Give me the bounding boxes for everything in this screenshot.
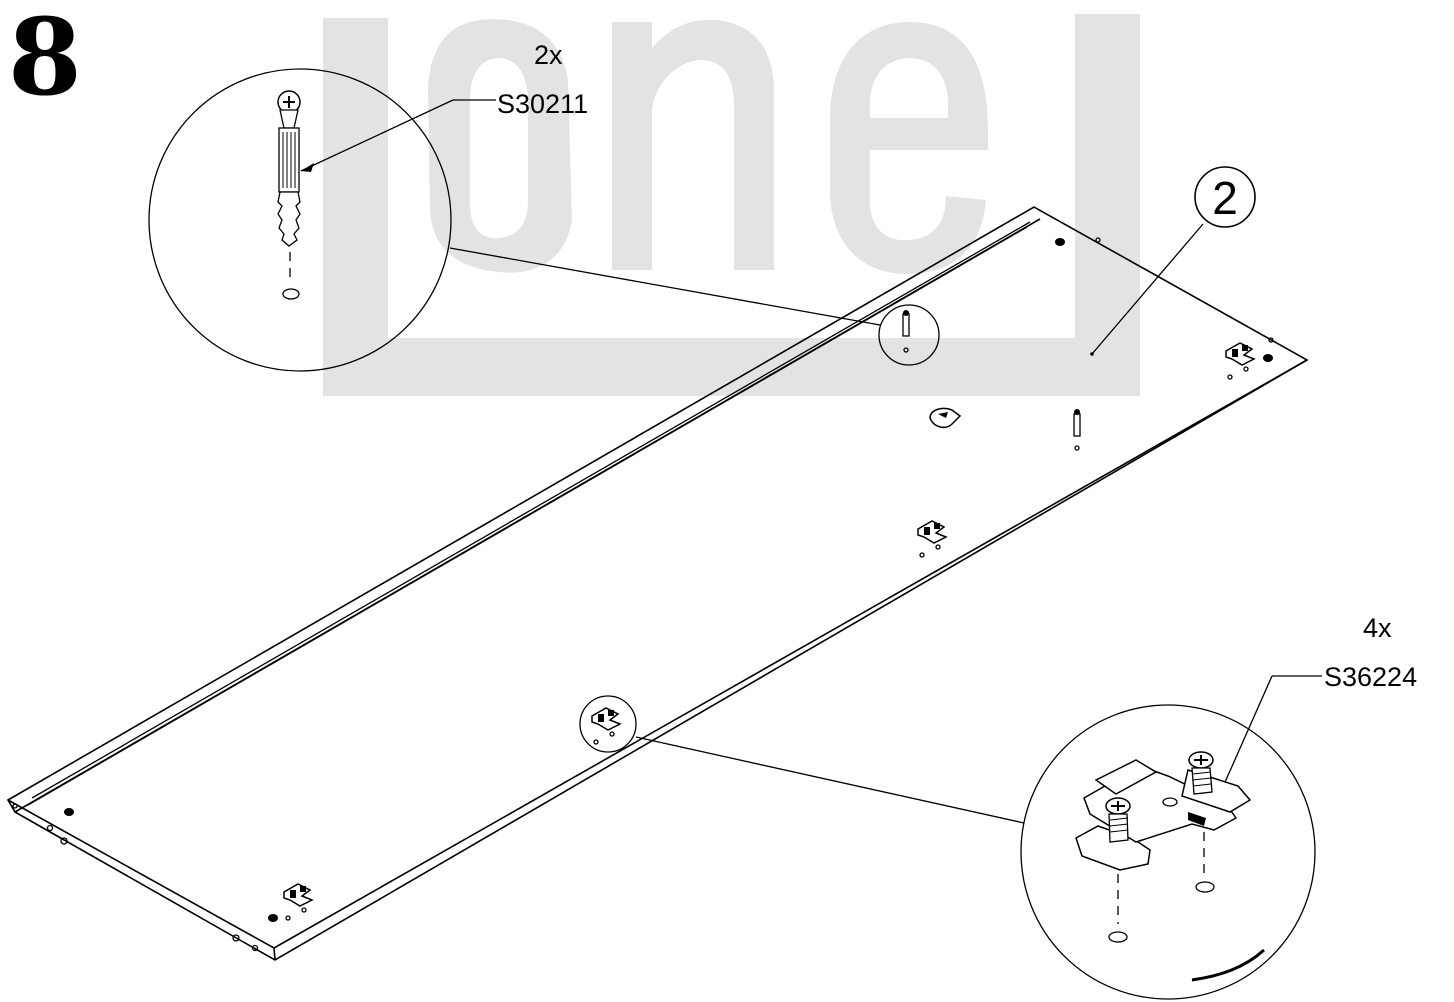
drill-hole-icon	[1263, 354, 1273, 362]
callout-quantity: 4x	[1363, 613, 1392, 643]
callout-part-code: S30211	[497, 89, 588, 119]
callout-part-code: S36224	[1324, 662, 1417, 692]
callout-quantity: 2x	[534, 40, 563, 70]
drill-hole-icon	[282, 288, 300, 300]
detail-marker	[579, 695, 637, 753]
hinge-plate-icon	[283, 883, 314, 921]
cam-lock-icon	[929, 407, 962, 429]
watermark-logo	[323, 14, 1140, 396]
detail-marker	[878, 304, 940, 366]
drill-hole-icon	[268, 914, 278, 922]
cam-dowel-detail	[148, 68, 496, 372]
cam-dowel-icon	[277, 90, 301, 247]
hinge-plate-icon	[917, 520, 948, 558]
hinge-plate-icon	[1225, 342, 1256, 380]
hinge-plate-detail	[1020, 675, 1322, 1000]
drill-hole-icon	[1195, 881, 1215, 893]
screw-head-icon	[1105, 797, 1131, 843]
drill-hole-icon	[64, 808, 74, 816]
part-number-circle	[1194, 166, 1256, 228]
cam-dowel-icon	[1073, 409, 1081, 451]
hinge-plate-icon	[591, 707, 622, 745]
drill-hole-icon	[1108, 931, 1128, 943]
drill-hole-icon	[1055, 238, 1065, 246]
screw-head-icon	[1188, 751, 1214, 795]
step-number: 8	[8, 0, 82, 119]
part-number: 2	[1212, 172, 1238, 224]
hinge-plate-icon	[1075, 759, 1252, 871]
part-number-leader	[1091, 223, 1204, 355]
panel	[6, 206, 1309, 961]
cam-dowel-icon	[902, 310, 910, 353]
